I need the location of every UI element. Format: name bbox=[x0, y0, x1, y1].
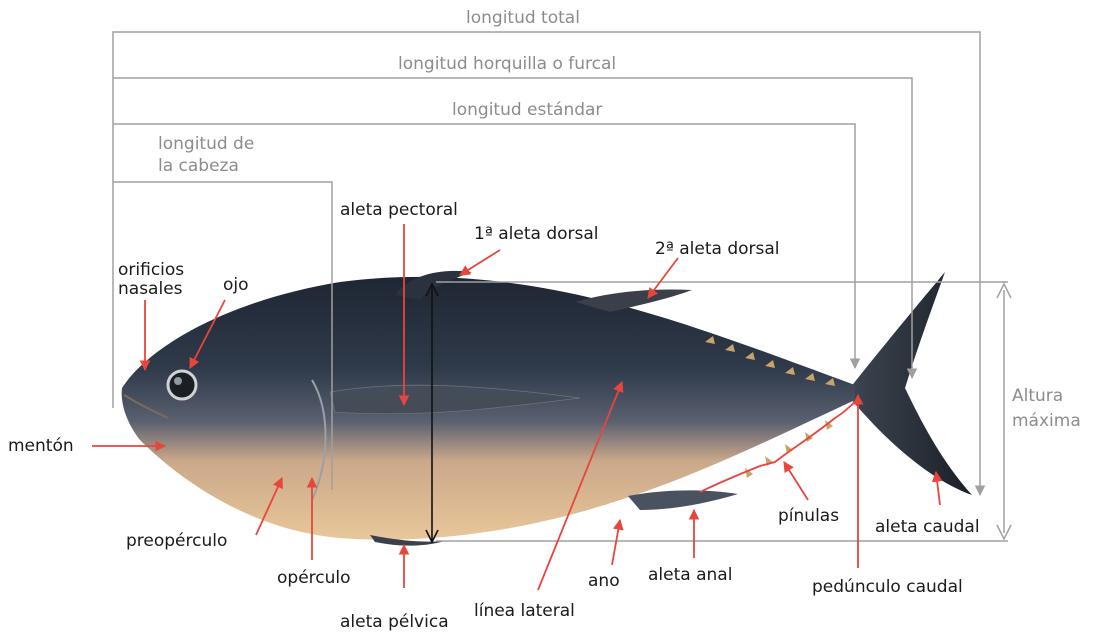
nostrils-label-line2: nasales bbox=[118, 279, 183, 300]
nostrils-label-line1: orificios bbox=[118, 260, 184, 281]
fork-length-label: longitud horquilla o furcal bbox=[398, 54, 616, 75]
preopercle-label: preopérculo bbox=[126, 531, 227, 552]
lateral-line-label: línea lateral bbox=[474, 601, 575, 622]
opercle-label: opérculo bbox=[277, 568, 351, 589]
anal-fin-label: aleta anal bbox=[648, 565, 732, 586]
chin-label: mentón bbox=[8, 436, 74, 457]
second-dorsal-label: 2ª aleta dorsal bbox=[655, 239, 780, 260]
finlets-label: pínulas bbox=[778, 506, 839, 527]
fish-illustration bbox=[122, 271, 972, 546]
eye-label: ojo bbox=[223, 275, 249, 296]
max-height-label-line2: máxima bbox=[1012, 411, 1081, 432]
caudal-fin-label: aleta caudal bbox=[875, 517, 980, 538]
standard-length-label: longitud estándar bbox=[452, 100, 602, 121]
pointer-finlets bbox=[784, 462, 808, 500]
pointer-first-dorsal bbox=[460, 250, 500, 275]
pectoral-fin-label: aleta pectoral bbox=[340, 200, 458, 221]
pelvic-fin-label: aleta pélvica bbox=[340, 612, 449, 633]
total-length-label: longitud total bbox=[466, 8, 580, 29]
anal-fin-shape bbox=[628, 490, 738, 510]
head-length-label-line2: la cabeza bbox=[158, 156, 239, 177]
caudal-fin-shape bbox=[850, 272, 972, 495]
first-dorsal-label: 1ª aleta dorsal bbox=[474, 224, 599, 245]
pointer-anus bbox=[612, 520, 620, 565]
max-height-label-line1: Altura bbox=[1012, 386, 1063, 407]
anus-label: ano bbox=[588, 571, 620, 592]
head-length-label-line1: longitud de bbox=[158, 134, 254, 155]
caudal-peduncle-label: pedúnculo caudal bbox=[812, 577, 963, 598]
eye-shape bbox=[168, 371, 196, 399]
